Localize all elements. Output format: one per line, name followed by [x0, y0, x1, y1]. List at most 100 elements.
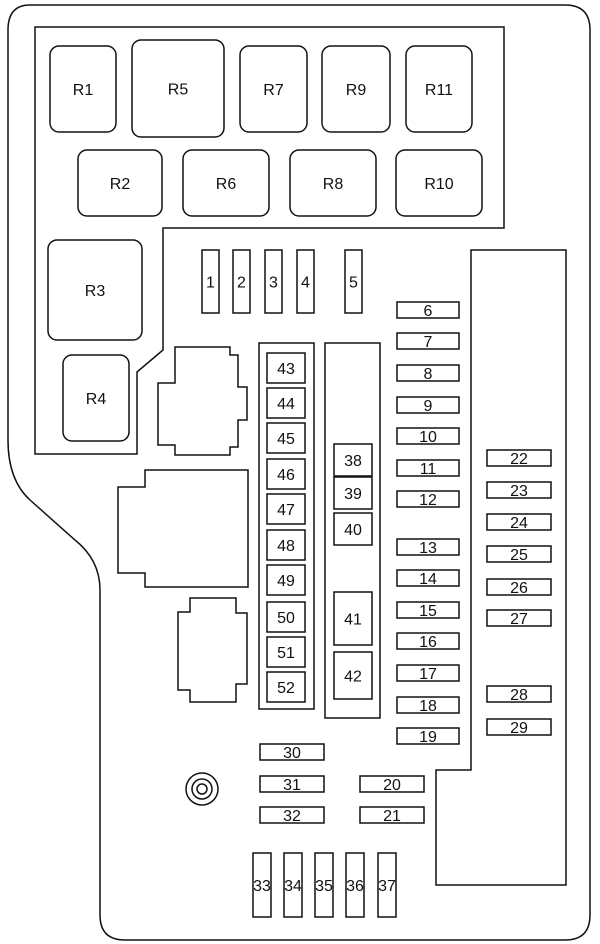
fuse-label: 42 — [344, 669, 362, 686]
fuse-outline — [266, 564, 306, 596]
fuse-outline — [266, 422, 306, 454]
fuse-label: 41 — [344, 612, 362, 629]
fuse-outline — [396, 664, 460, 682]
fuse-7: 7 — [396, 332, 460, 351]
fuse-outline — [259, 743, 325, 761]
fuse-outline — [266, 387, 306, 419]
fuse-outline — [333, 443, 373, 477]
fuse-outline — [344, 249, 363, 314]
relay-panel-outline — [34, 26, 505, 455]
fuse-outline — [486, 685, 552, 703]
fuse-outline — [486, 449, 552, 467]
relay-label: R9 — [346, 82, 367, 99]
fuse-outline — [359, 806, 425, 824]
relay-outline — [47, 239, 143, 341]
fuse-31: 31 — [259, 775, 325, 794]
fuse-label: 9 — [424, 398, 433, 415]
fuse-outline — [486, 545, 552, 563]
center-column-frame — [258, 342, 315, 710]
relay-r11: R11 — [405, 45, 473, 133]
fuse-outline — [345, 852, 365, 918]
fuse-label: 31 — [283, 777, 301, 794]
fuse-outline — [266, 529, 306, 561]
relay-outline — [289, 149, 377, 217]
fuse-12: 12 — [396, 490, 460, 509]
relay-outline — [49, 45, 117, 133]
fuse-label: 4 — [301, 275, 310, 292]
fuse-label: 22 — [510, 451, 528, 468]
fuse-label: 44 — [277, 396, 295, 413]
fuse-28: 28 — [486, 685, 552, 704]
fuse-34: 34 — [283, 852, 303, 918]
fuse-13: 13 — [396, 538, 460, 557]
fuse-6: 6 — [396, 301, 460, 320]
fuse-outline — [333, 591, 373, 646]
relay-r10: R10 — [395, 149, 483, 217]
fuse-label: 11 — [420, 461, 437, 478]
fuse-36: 36 — [345, 852, 365, 918]
connector-shape-middle — [117, 469, 249, 588]
fuse-47: 47 — [266, 493, 306, 525]
fuse-label: 39 — [344, 486, 362, 503]
fuse-11: 11 — [396, 459, 460, 478]
fuse-label: 20 — [383, 777, 401, 794]
center-large-frame — [324, 342, 381, 719]
relay-label: R4 — [86, 391, 107, 408]
fuse-label: 52 — [277, 680, 295, 697]
fuse-label: 18 — [419, 698, 437, 715]
fuse-37: 37 — [377, 852, 397, 918]
relay-label: R6 — [216, 176, 237, 193]
fuse-label: 34 — [284, 878, 302, 895]
fuse-outline — [259, 775, 325, 793]
fuse-51: 51 — [266, 636, 306, 668]
fuse-outline — [333, 651, 373, 700]
fuse-outline — [486, 513, 552, 531]
fuse-20: 20 — [359, 775, 425, 794]
fuse-outline — [396, 301, 460, 319]
fuse-label: 2 — [237, 275, 246, 292]
fuse-outline — [396, 364, 460, 382]
fuse-outline — [396, 569, 460, 587]
fuse-48: 48 — [266, 529, 306, 561]
fuse-label: 21 — [383, 808, 401, 825]
fuse-46: 46 — [266, 458, 306, 490]
relay-outline — [395, 149, 483, 217]
fuse-outline — [201, 249, 220, 314]
fuse-label: 7 — [424, 334, 433, 351]
fuse-label: 23 — [510, 483, 528, 500]
relay-outline — [77, 149, 163, 217]
fuse-21: 21 — [359, 806, 425, 825]
fuse-label: 26 — [510, 580, 528, 597]
fuse-outline — [359, 775, 425, 793]
fuse-outline — [396, 601, 460, 619]
housing-outline — [7, 4, 591, 941]
relay-label: R5 — [168, 82, 189, 99]
fuse-outline — [486, 609, 552, 627]
fuse-outline — [266, 458, 306, 490]
fuse-outline — [396, 396, 460, 414]
fuse-41: 41 — [333, 591, 373, 646]
right-fuse-panel-outline — [435, 249, 567, 886]
fuse-outline — [486, 718, 552, 736]
fuse-label: 14 — [419, 571, 437, 588]
fuse-15: 15 — [396, 601, 460, 620]
fuse-5: 5 — [344, 249, 363, 314]
fuse-40: 40 — [333, 512, 373, 546]
fuse-label: 47 — [277, 502, 295, 519]
fuse-outline — [396, 538, 460, 556]
fuse-42: 42 — [333, 651, 373, 700]
fuse-outline — [396, 332, 460, 350]
bolt-terminal-icon — [185, 772, 219, 806]
relay-r3: R3 — [47, 239, 143, 341]
relay-outline — [321, 45, 391, 133]
relay-label: R7 — [263, 82, 284, 99]
fuse-outline — [396, 696, 460, 714]
fuse-label: 3 — [269, 275, 278, 292]
fuse-44: 44 — [266, 387, 306, 419]
fuse-outline — [266, 671, 306, 703]
fuse-outline — [264, 249, 283, 314]
fuse-label: 48 — [277, 538, 295, 555]
fuse-label: 43 — [277, 361, 295, 378]
fuse-label: 40 — [344, 522, 362, 539]
fuse-24: 24 — [486, 513, 552, 532]
